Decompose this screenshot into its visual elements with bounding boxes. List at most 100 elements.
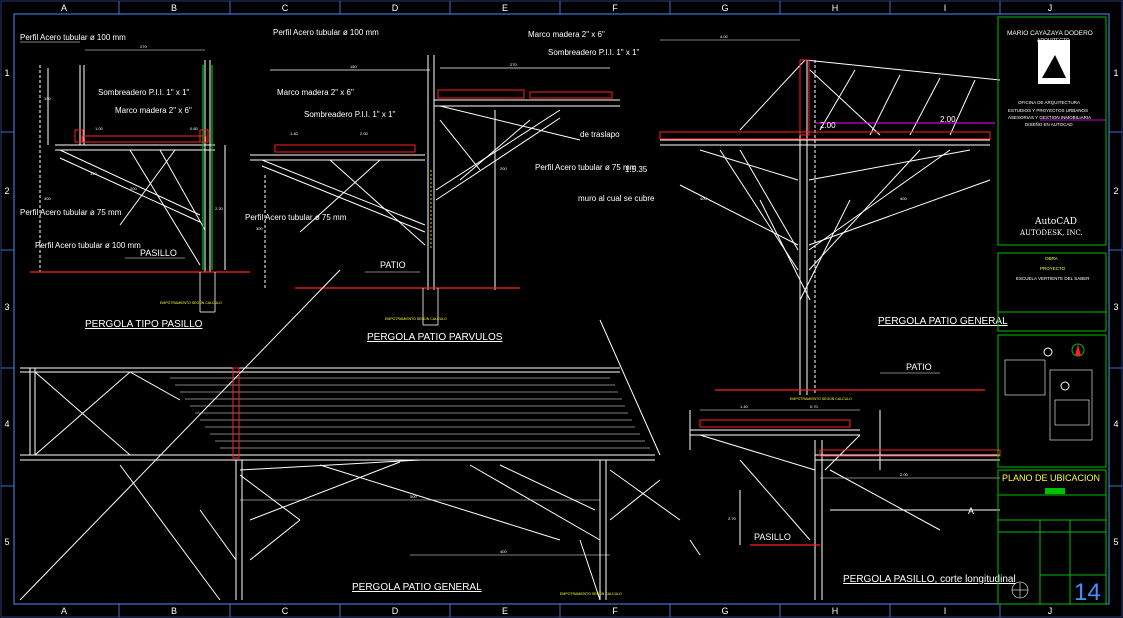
dim-tp-3: 0.80 bbox=[190, 126, 199, 131]
label-dim-b: 2.00 bbox=[940, 115, 956, 124]
grid-row-4-left: 4 bbox=[4, 419, 9, 429]
architect-name: MARIO CAYAZAYA DODERO bbox=[1007, 30, 1093, 37]
office-line-1: OFICINA DE ARQUITECTURA bbox=[1018, 100, 1080, 105]
grid-row-labels: 1 2 3 4 5 1 2 3 4 5 bbox=[4, 68, 1118, 547]
label-slope: 1:5.35 bbox=[625, 165, 648, 174]
grid-col-i-top: I bbox=[944, 3, 947, 13]
dim-pg-1: 4.00 bbox=[720, 34, 729, 39]
title-pergola-patio-parvulos: PERGOLA PATIO PARVULOS bbox=[367, 332, 503, 343]
pergola-patio-general-bottom-drawing: 500 400 EMPOTRAMIENTO SEGÚN CALCULO bbox=[19, 269, 701, 601]
grid-row-5-left: 5 bbox=[4, 537, 9, 547]
pergola-patio-parvulos-drawing: 150 270 1.40 2.00 300 200 EMPOTRAMIENTO … bbox=[250, 55, 620, 326]
grid-col-g-bottom: G bbox=[721, 606, 728, 616]
obra-label: OBRA bbox=[1045, 256, 1058, 261]
dim-pp-5: 300 bbox=[256, 226, 263, 231]
dim-pb-2: 400 bbox=[500, 549, 507, 554]
autocad-logo-text: AutoCAD bbox=[1034, 217, 1077, 227]
title-pergola-pasillo-longitudinal: PERGOLA PASILLO, corte longitudinal bbox=[843, 574, 1016, 585]
grid-col-a-bottom: A bbox=[61, 606, 67, 616]
label-sombreadero-a: Sombreadero P.I.I. 1" x 1" bbox=[98, 88, 190, 97]
grid-col-e-top: E bbox=[502, 3, 508, 13]
label-patio-a: PATIO bbox=[380, 260, 406, 270]
grid-col-j-top: J bbox=[1048, 3, 1053, 13]
dim-tp-2: 1.00 bbox=[95, 126, 104, 131]
empotramiento-label-2: EMPOTRAMIENTO SEGÚN CALCULO bbox=[385, 317, 447, 321]
label-perfil-100-b: Perfil Acero tubular ø 100 mm bbox=[35, 241, 141, 250]
label-pasillo-a: PASILLO bbox=[140, 248, 177, 258]
grid-row-1-left: 1 bbox=[4, 68, 9, 78]
dim-pp-4: 2.00 bbox=[360, 131, 369, 136]
pergola-pasillo-longitudinal-drawing: 1.40 0.70 2.00 2.70 bbox=[689, 404, 1001, 600]
label-muro: muro al cual se cubre bbox=[578, 194, 655, 203]
site-marker-icon bbox=[1043, 347, 1053, 357]
dim-pl-1: 1.40 bbox=[740, 404, 749, 409]
title-pergola-tipo-pasillo: PERGOLA TIPO PASILLO bbox=[85, 319, 203, 330]
label-perfil-100-c: Perfil Acero tubular ø 100 mm bbox=[273, 28, 379, 37]
grid-row-2-left: 2 bbox=[4, 186, 9, 196]
site-marker-icon-2 bbox=[1060, 381, 1070, 391]
dim-tp-1: 270 bbox=[140, 44, 147, 49]
dim-pg-3: 400 bbox=[900, 196, 907, 201]
pergola-patio-general-right-drawing: 4.00 400 400 EMPOTRAMIENTO SEGÚN CALCULO bbox=[659, 34, 1001, 401]
sheet-number: 14 bbox=[1074, 579, 1101, 606]
dim-tp-4: 140 bbox=[90, 171, 97, 176]
label-marco-a: Marco madera 2" x 6" bbox=[115, 106, 192, 115]
dim-tp-7: 150 bbox=[44, 96, 51, 101]
autodesk-logo-text: AUTODESK, INC. bbox=[1019, 229, 1083, 237]
label-marco-b: Marco madera 2" x 6" bbox=[528, 30, 605, 39]
logo-mark-icon bbox=[1042, 55, 1066, 78]
grid-col-h-bottom: H bbox=[832, 606, 839, 616]
label-a-marker: A bbox=[968, 506, 974, 516]
office-line-3: ASESORIAS Y GESTION INMOBILIARIA bbox=[1008, 115, 1091, 120]
label-sombreadero-b: Sombreadero P.I.I. 1" x 1" bbox=[548, 48, 640, 57]
grid-row-4-right: 4 bbox=[1113, 419, 1118, 429]
label-perfil-75-a: Perfil Acero tubular ø 75 mm bbox=[20, 208, 122, 217]
dim-pg-2: 400 bbox=[700, 196, 707, 201]
label-perfil-75-b: Perfil Acero tubular ø 75 mm bbox=[245, 213, 347, 222]
grid-row-1-right: 1 bbox=[1113, 68, 1118, 78]
empotramiento-label-3: EMPOTRAMIENTO SEGÚN CALCULO bbox=[790, 397, 852, 401]
office-line-2: ESTUDIOS Y PROYECTOS URBANOS bbox=[1008, 108, 1088, 113]
grid-row-2-right: 2 bbox=[1113, 186, 1118, 196]
label-patio-b: PATIO bbox=[906, 362, 932, 372]
label-perfil-75-c: Perfil Acero tubular ø 75 mm bbox=[535, 163, 637, 172]
grid-col-c-top: C bbox=[282, 3, 289, 13]
empotramiento-label-4: EMPOTRAMIENTO SEGÚN CALCULO bbox=[560, 592, 622, 596]
grid-col-j-bottom: J bbox=[1048, 606, 1053, 616]
grid-col-d-top: D bbox=[392, 3, 399, 13]
plano-ubicacion-title: PLANO DE UBICACION bbox=[1002, 473, 1100, 483]
architect-title: ARQUITECTO bbox=[1037, 38, 1070, 44]
grid-col-f-bottom: F bbox=[612, 606, 618, 616]
dim-pl-4: 2.70 bbox=[728, 516, 737, 521]
grid-row-3-right: 3 bbox=[1113, 302, 1118, 312]
dim-tp-6: 2.20 bbox=[215, 206, 224, 211]
dim-tp-5: 200 bbox=[130, 186, 137, 191]
grid-col-b-top: B bbox=[171, 3, 177, 13]
dim-pp-2: 270 bbox=[510, 62, 517, 67]
dim-tp-8: 300 bbox=[44, 196, 51, 201]
pergola-tipo-pasillo-drawing: 270 1.00 0.80 140 200 2.20 150 300 EMPOT… bbox=[30, 44, 250, 313]
dim-pl-2: 0.70 bbox=[810, 404, 819, 409]
office-line-4: DISEÑO EN AUTOCAD bbox=[1025, 121, 1073, 127]
label-sombreadero-c: Sombreadero P.I.I. 1" x 1" bbox=[304, 110, 396, 119]
grid-col-g-top: G bbox=[721, 3, 728, 13]
title-pergola-patio-general-bottom: PERGOLA PATIO GENERAL bbox=[352, 582, 482, 593]
grid-col-h-top: H bbox=[832, 3, 839, 13]
grid-col-d-bottom: D bbox=[392, 606, 399, 616]
title-pergola-patio-general-right: PERGOLA PATIO GENERAL bbox=[878, 316, 1008, 327]
dim-pl-3: 2.00 bbox=[900, 472, 909, 477]
grid-col-a-top: A bbox=[61, 3, 67, 13]
grid-column-labels-bottom: A B C D E F G H I J bbox=[61, 606, 1052, 616]
label-dim-a: 2.00 bbox=[820, 121, 836, 130]
label-marco-c: Marco madera 2" x 6" bbox=[277, 88, 354, 97]
grid-row-3-left: 3 bbox=[4, 302, 9, 312]
grid-row-5-right: 5 bbox=[1113, 537, 1118, 547]
grid-col-i-bottom: I bbox=[944, 606, 947, 616]
proyecto-label: PROYECTO bbox=[1040, 266, 1066, 271]
dim-pb-1: 500 bbox=[410, 494, 417, 499]
title-block bbox=[997, 16, 1107, 605]
grid-column-labels-top: A B C D E F G H I J bbox=[61, 3, 1052, 13]
